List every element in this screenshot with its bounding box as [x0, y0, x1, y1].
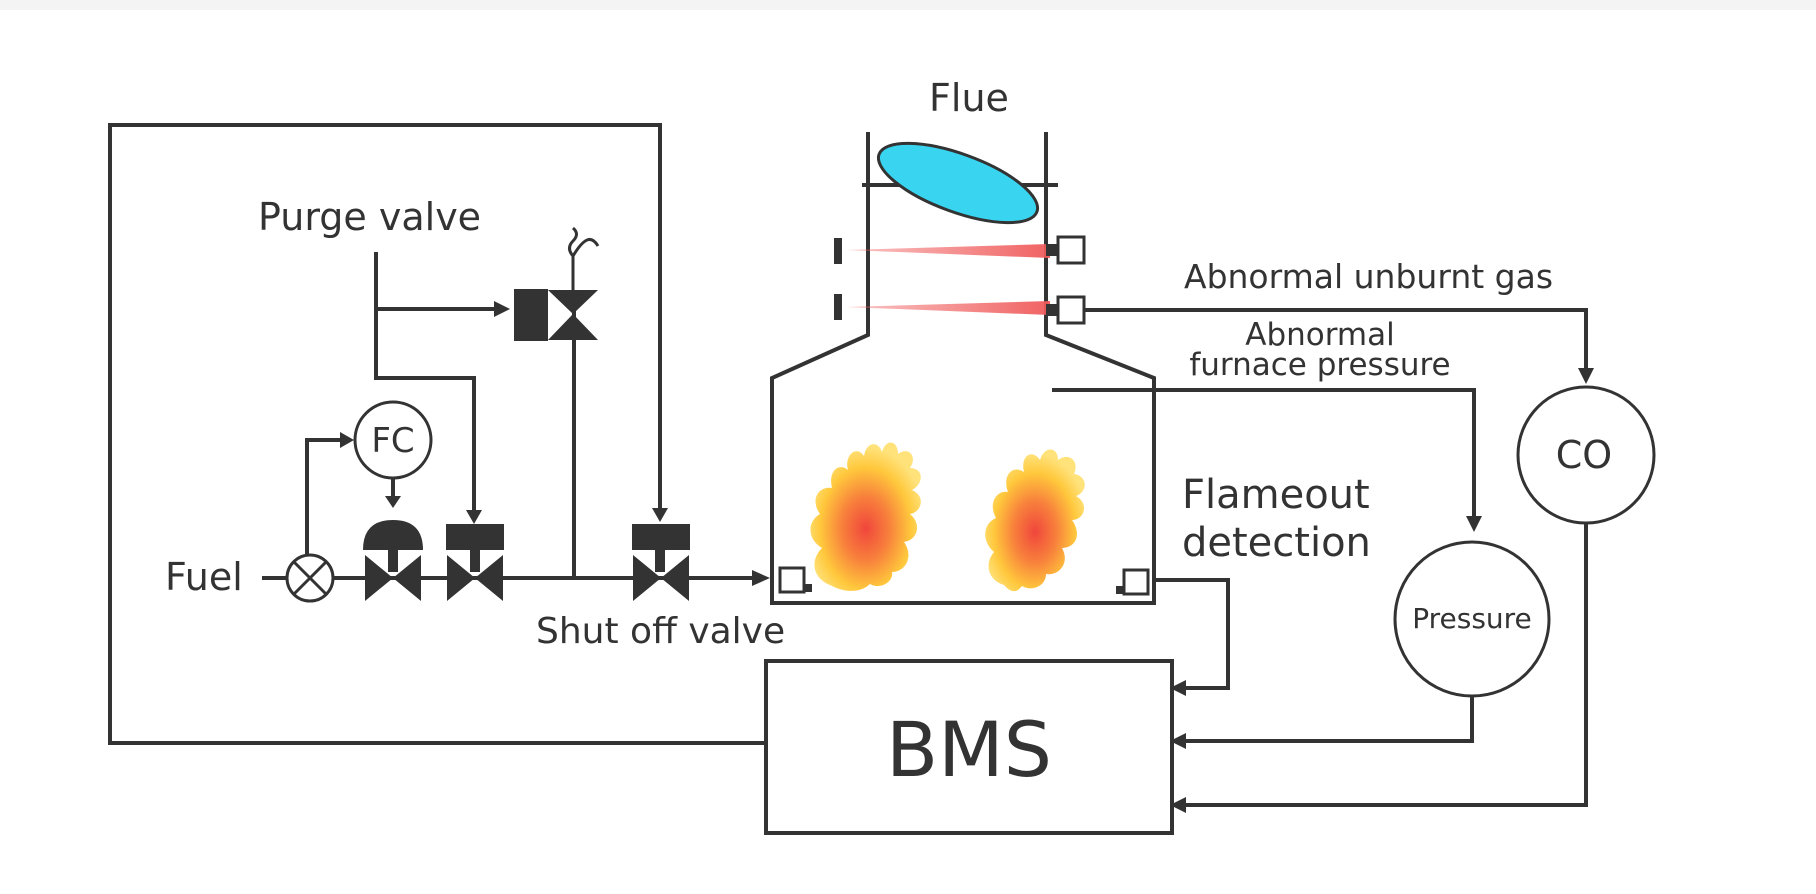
arrowhead-co-in — [1578, 368, 1594, 384]
flame-right — [985, 449, 1085, 592]
arrowhead-fc-in — [340, 432, 354, 448]
arrowhead-furnace-inlet — [752, 570, 770, 586]
arrowhead-bms-pressure — [1170, 733, 1186, 749]
shut-off-valve-label: Shut off valve — [536, 611, 785, 652]
fuel-label: Fuel — [165, 555, 243, 599]
purge-valve-control-line — [374, 252, 476, 515]
flue-label: Flue — [929, 76, 1009, 120]
sensor-mount-upper — [1046, 244, 1058, 256]
arrowhead-fc-out — [385, 496, 401, 508]
purge-valve-label: Purge valve — [258, 195, 481, 239]
bms-control-loop-line — [108, 123, 764, 745]
arrowhead-bms-flameout — [1170, 680, 1186, 696]
bms-box — [764, 659, 1174, 835]
purge-valve-symbol — [514, 226, 600, 341]
flue-damper — [876, 141, 1040, 225]
flameout-label-1: Flameout — [1182, 472, 1370, 518]
furnace-body — [770, 132, 1156, 605]
flow-meter-cross — [292, 560, 328, 596]
arrowhead-shutoff-valve — [652, 508, 668, 522]
co-to-bms-line — [1186, 523, 1588, 807]
arrowhead-purge-valve — [494, 301, 510, 317]
laser-emitter-upper — [834, 238, 842, 264]
abnormal-furnace-pressure-label-1: Abnormal — [1245, 317, 1395, 353]
gas-sensor-upper — [1056, 235, 1086, 265]
flame-left — [810, 442, 921, 591]
flameout-label-2: detection — [1182, 520, 1371, 566]
unburnt-gas-signal-line — [1084, 308, 1588, 372]
abnormal-unburnt-gas-label: Abnormal unburnt gas — [1184, 257, 1553, 296]
co-label: CO — [1556, 433, 1612, 477]
top-bar — [0, 0, 1816, 10]
pressure-label: Pressure — [1412, 602, 1532, 635]
flame-sensor-left-mount — [804, 584, 812, 592]
laser-beam-upper — [846, 244, 1050, 258]
laser-emitter-lower — [834, 294, 842, 320]
arrowhead-second-valve — [466, 510, 482, 524]
fc-label: FC — [371, 421, 414, 461]
flame-sensor-left — [778, 566, 806, 594]
abnormal-furnace-pressure-label-2: furnace pressure — [1189, 347, 1450, 383]
flow-control-valve — [363, 520, 423, 601]
shut-off-valve-symbol — [632, 524, 690, 601]
flame-sensor-right — [1122, 568, 1150, 596]
flame-sensor-right-mount — [1116, 586, 1124, 594]
pressure-to-bms-line — [1186, 696, 1474, 743]
arrowhead-pressure-in — [1466, 516, 1482, 532]
gas-sensor-lower — [1056, 295, 1086, 325]
fc-feedback-line — [305, 438, 343, 555]
pressure-tap-line — [1052, 388, 1476, 520]
arrowhead-bms-co — [1170, 797, 1186, 813]
block-valve — [446, 524, 504, 601]
bms-label: BMS — [886, 705, 1052, 794]
sensor-mount-lower — [1046, 304, 1058, 316]
laser-beam-lower — [846, 301, 1050, 315]
flameout-signal-line — [1154, 578, 1230, 690]
